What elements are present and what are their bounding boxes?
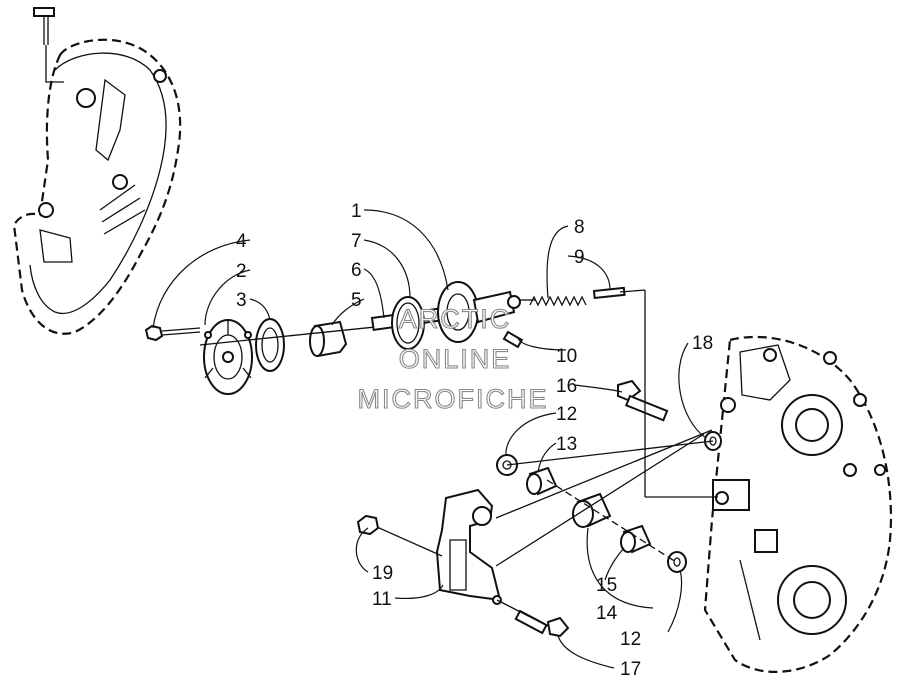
callout-6: 6: [351, 260, 362, 281]
callout-3: 3: [236, 290, 247, 311]
chaincase-cover-left: [12, 38, 182, 335]
callout-19: 19: [372, 563, 393, 584]
part-4-bolt: [144, 324, 201, 342]
callout-12-lower: 12: [620, 629, 641, 650]
part-10-screw: [502, 330, 524, 349]
part-15-spacer: [620, 524, 652, 554]
part-17-bolt: [514, 609, 570, 638]
callout-10: 10: [556, 346, 577, 367]
callout-11: 11: [372, 589, 392, 610]
part-13-bushing: [526, 466, 558, 496]
watermark: ARCTIC ONLINE MICROFICHE: [357, 303, 549, 414]
callout-5: 5: [351, 290, 362, 311]
part-16-shoulder-bolt: [617, 379, 669, 422]
watermark-line-3: MICROFICHE: [358, 384, 549, 414]
chaincase-housing-right: [703, 335, 893, 674]
part-7-o-ring: [391, 296, 425, 350]
callout-15: 15: [596, 575, 617, 596]
part-9-pin: [592, 286, 626, 300]
part-14-roller: [572, 492, 612, 528]
callout-9: 9: [574, 247, 585, 268]
callout-7: 7: [351, 231, 362, 252]
drain-plug-fastener: [33, 7, 64, 83]
callout-18: 18: [692, 333, 713, 354]
part-12-washer-lower: [667, 551, 687, 573]
callout-17: 17: [620, 659, 641, 680]
part-3-ring: [255, 318, 285, 372]
assembly-axis-line: [199, 324, 396, 346]
watermark-line-2: ONLINE: [399, 344, 512, 374]
callout-8: 8: [574, 217, 585, 238]
part-2-adjuster-plate: [203, 319, 253, 395]
callout-16: 16: [556, 376, 577, 397]
callout-1: 1: [351, 201, 362, 222]
part-19-nut: [356, 514, 380, 536]
assembly-guide-lines: [376, 289, 718, 627]
part-1-tensioner-housing: [437, 281, 535, 343]
callout-4: 4: [236, 231, 247, 252]
part-11-tensioner-arm: [435, 488, 502, 605]
callout-2: 2: [236, 261, 247, 282]
part-8-spring: [529, 295, 587, 307]
callout-leaders: [152, 209, 707, 669]
callout-14: 14: [596, 603, 618, 624]
part-5-sleeve: [309, 320, 348, 358]
watermark-line-1: ARCTIC: [399, 304, 512, 334]
callout-numbers: 1 7 6 5 4 2 3 8 9 10 16 12 13 18 19 11 1…: [236, 201, 713, 680]
callout-12-upper: 12: [556, 404, 577, 425]
callout-13: 13: [556, 434, 577, 455]
